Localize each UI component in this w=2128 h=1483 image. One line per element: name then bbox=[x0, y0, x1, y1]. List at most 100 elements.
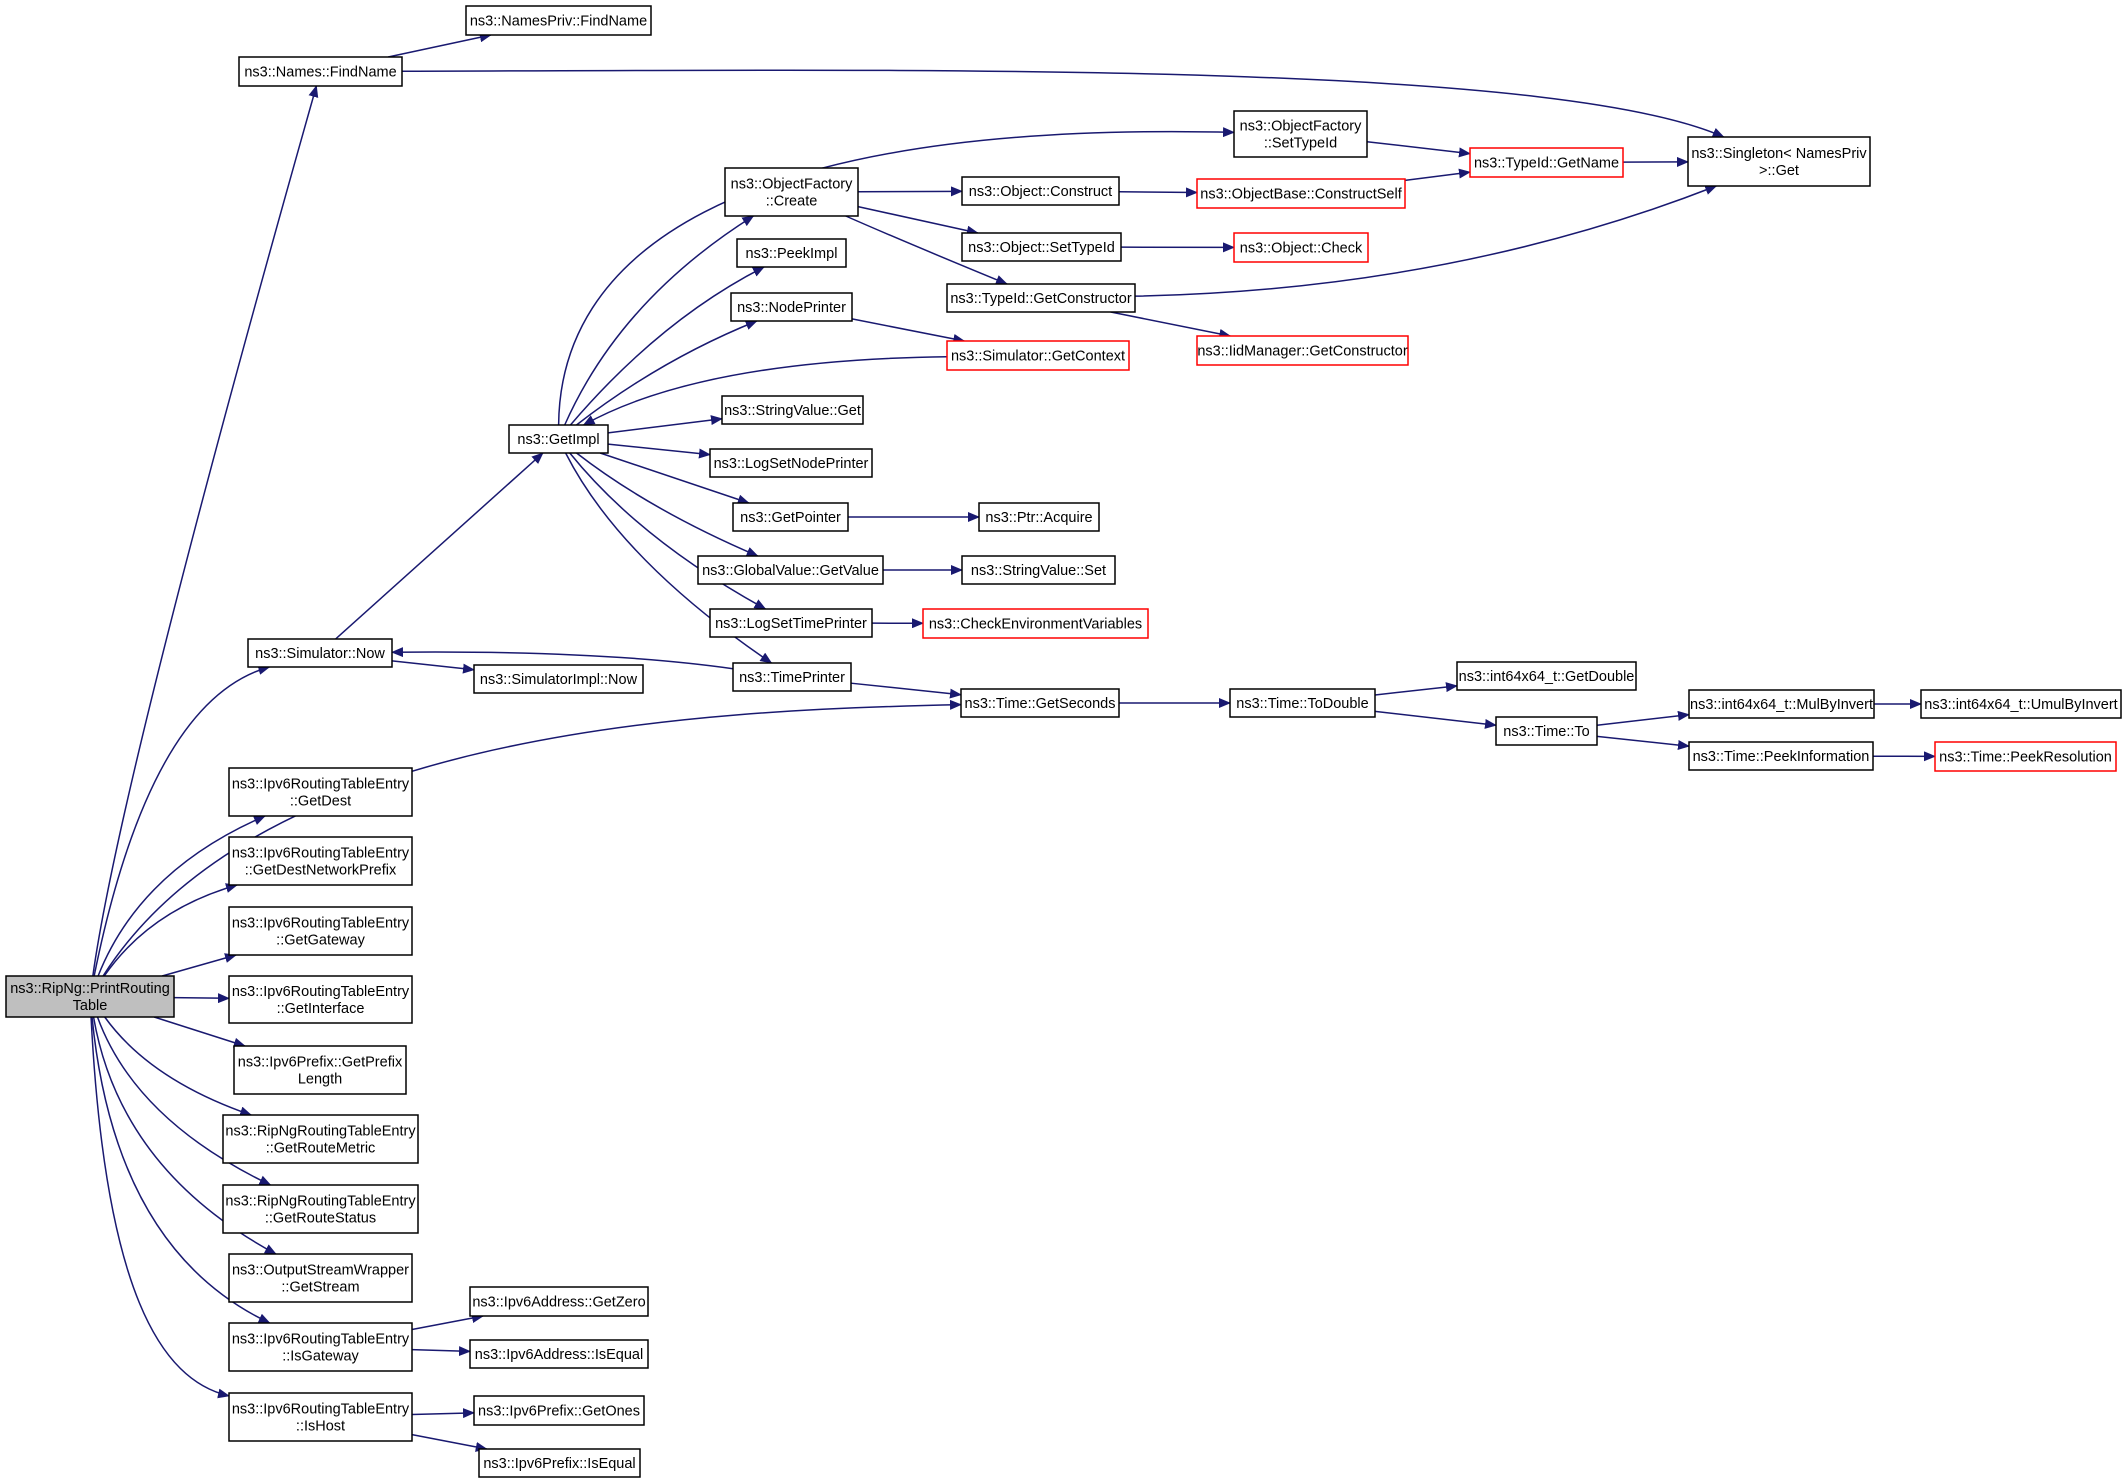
node-box bbox=[233, 1045, 407, 1095]
node-peekimpl[interactable]: ns3::PeekImpl bbox=[736, 238, 847, 268]
node-namespriv_findname[interactable]: ns3::NamesPriv::FindName bbox=[465, 5, 652, 36]
node-globalvalue_getvalue[interactable]: ns3::GlobalValue::GetValue bbox=[697, 555, 884, 585]
node-timeprinter[interactable]: ns3::TimePrinter bbox=[732, 662, 852, 692]
node-time_peekresolution[interactable]: ns3::Time::PeekResolution bbox=[1934, 741, 2117, 772]
edges-layer bbox=[90, 32, 1936, 1452]
node-osw_getstream[interactable]: ns3::OutputStreamWrapper::GetStream bbox=[228, 1253, 413, 1303]
node-names_findname[interactable]: ns3::Names::FindName bbox=[238, 56, 403, 87]
node-int64_mulbyinvert[interactable]: ns3::int64x64_t::MulByInvert bbox=[1688, 689, 1875, 719]
node-label: ns3::Ipv6Prefix::IsEqual bbox=[483, 1456, 635, 1472]
node-object_check[interactable]: ns3::Object::Check bbox=[1233, 232, 1369, 263]
node-label: ns3::Object::SetTypeId bbox=[968, 240, 1115, 256]
node-objfactory_settypeid[interactable]: ns3::ObjectFactory::SetTypeId bbox=[1233, 110, 1368, 158]
node-label: ns3::ObjectFactory bbox=[1240, 119, 1362, 135]
node-checkenvvars[interactable]: ns3::CheckEnvironmentVariables bbox=[922, 608, 1149, 639]
node-entry_isgateway[interactable]: ns3::Ipv6RoutingTableEntry::IsGateway bbox=[228, 1322, 413, 1372]
node-label: ns3::int64x64_t::MulByInvert bbox=[1690, 697, 1873, 713]
edge-root-to-entry_getdest bbox=[97, 815, 266, 977]
node-stringvalue_get[interactable]: ns3::StringValue::Get bbox=[721, 395, 864, 425]
edge-object_construct-to-objectbase_constructself bbox=[1118, 187, 1198, 198]
node-label: >::Get bbox=[1759, 163, 1799, 179]
node-label: ns3::ObjectFactory bbox=[731, 177, 853, 193]
node-ptr_acquire[interactable]: ns3::Ptr::Acquire bbox=[978, 502, 1100, 532]
edge-objfactory_settypeid-to-typeid_getname bbox=[1366, 140, 1471, 158]
node-box bbox=[222, 1114, 419, 1164]
node-box bbox=[1229, 688, 1376, 718]
node-time_to[interactable]: ns3::Time::To bbox=[1495, 716, 1598, 746]
node-int64_getdouble[interactable]: ns3::int64x64_t::GetDouble bbox=[1456, 661, 1637, 691]
node-nodeprinter[interactable]: ns3::NodePrinter bbox=[730, 292, 853, 322]
node-ripng_getroutemetric[interactable]: ns3::RipNgRoutingTableEntry::GetRouteMet… bbox=[222, 1114, 419, 1164]
node-time_peekinformation[interactable]: ns3::Time::PeekInformation bbox=[1688, 741, 1874, 771]
node-label: ::Create bbox=[766, 194, 818, 210]
node-objfactory_create[interactable]: ns3::ObjectFactory::Create bbox=[724, 167, 859, 217]
node-label: ns3::StringValue::Get bbox=[724, 403, 861, 419]
edge-root-to-entry_ishost bbox=[90, 1016, 230, 1399]
node-simulator_now[interactable]: ns3::Simulator::Now bbox=[247, 638, 393, 668]
node-box bbox=[228, 767, 413, 817]
node-label: ns3::Ptr::Acquire bbox=[985, 510, 1092, 526]
node-iidmanager_getconstructor[interactable]: ns3::IidManager::GetConstructor bbox=[1196, 335, 1409, 366]
node-simulatorimpl_now[interactable]: ns3::SimulatorImpl::Now bbox=[473, 664, 644, 694]
edge-getimpl-to-nodeprinter bbox=[576, 320, 758, 426]
node-label: ::GetDestNetworkPrefix bbox=[245, 863, 397, 879]
node-getimpl[interactable]: ns3::GetImpl bbox=[508, 424, 609, 454]
node-getpointer[interactable]: ns3::GetPointer bbox=[732, 502, 849, 532]
node-label: ::GetStream bbox=[281, 1280, 359, 1296]
edge-getimpl-to-peekimpl bbox=[569, 266, 765, 426]
node-box bbox=[222, 1184, 419, 1234]
node-box bbox=[961, 232, 1122, 262]
node-time_todouble[interactable]: ns3::Time::ToDouble bbox=[1229, 688, 1376, 718]
edge-simulator_now-to-getimpl bbox=[335, 452, 544, 640]
node-prefix_getones[interactable]: ns3::Ipv6Prefix::GetOnes bbox=[473, 1395, 645, 1426]
node-box bbox=[1196, 178, 1406, 209]
node-typeid_getconstructor[interactable]: ns3::TypeId::GetConstructor bbox=[946, 283, 1136, 313]
node-label: ::IsHost bbox=[296, 1419, 345, 1435]
node-label: ns3::GlobalValue::GetValue bbox=[702, 563, 879, 579]
edge-getimpl-to-objfactory_settypeid bbox=[557, 127, 1235, 426]
node-label: ::GetGateway bbox=[276, 933, 365, 949]
node-object_construct[interactable]: ns3::Object::Construct bbox=[961, 176, 1120, 206]
node-entry_getinterface[interactable]: ns3::Ipv6RoutingTableEntry::GetInterface bbox=[228, 975, 413, 1024]
node-objectbase_constructself[interactable]: ns3::ObjectBase::ConstructSelf bbox=[1196, 178, 1406, 209]
node-label: ns3::CheckEnvironmentVariables bbox=[929, 617, 1142, 633]
node-stringvalue_set[interactable]: ns3::StringValue::Set bbox=[961, 555, 1116, 585]
node-box bbox=[473, 1395, 645, 1426]
node-addr_getzero[interactable]: ns3::Ipv6Address::GetZero bbox=[469, 1286, 649, 1317]
node-box bbox=[922, 608, 1149, 639]
node-object_settypeid[interactable]: ns3::Object::SetTypeId bbox=[961, 232, 1122, 262]
node-singleton_get[interactable]: ns3::Singleton< NamesPriv>::Get bbox=[1687, 136, 1871, 187]
node-box bbox=[465, 5, 652, 36]
node-int64_umulbyinvert[interactable]: ns3::int64x64_t::UmulByInvert bbox=[1920, 689, 2122, 719]
edge-timeprinter-to-time_getseconds bbox=[850, 682, 962, 699]
node-label: ns3::TimePrinter bbox=[739, 670, 845, 686]
node-label: ns3::RipNgRoutingTableEntry bbox=[225, 1124, 416, 1140]
node-time_getseconds[interactable]: ns3::Time::GetSeconds bbox=[960, 688, 1120, 718]
node-label: ::IsGateway bbox=[282, 1349, 359, 1365]
node-prefix_isequal[interactable]: ns3::Ipv6Prefix::IsEqual bbox=[478, 1448, 641, 1478]
node-logsetnodeprinter[interactable]: ns3::LogSetNodePrinter bbox=[709, 448, 873, 478]
node-typeid_getname[interactable]: ns3::TypeId::GetName bbox=[1469, 147, 1624, 178]
node-box bbox=[732, 502, 849, 532]
node-label: ns3::Simulator::Now bbox=[255, 646, 385, 662]
node-entry_getgateway[interactable]: ns3::Ipv6RoutingTableEntry::GetGateway bbox=[228, 906, 413, 956]
node-logsettimeprinter[interactable]: ns3::LogSetTimePrinter bbox=[709, 608, 873, 638]
node-label: ns3::Ipv6RoutingTableEntry bbox=[232, 916, 410, 932]
node-entry_ishost[interactable]: ns3::Ipv6RoutingTableEntry::IsHost bbox=[228, 1392, 413, 1442]
node-label: ns3::Object::Check bbox=[1240, 241, 1363, 257]
node-entry_getdestnetworkprefix[interactable]: ns3::Ipv6RoutingTableEntry::GetDestNetwo… bbox=[228, 836, 413, 886]
edge-root-to-entry_getdestnetworkprefix bbox=[103, 883, 238, 977]
node-box bbox=[697, 555, 884, 585]
node-label: ns3::GetPointer bbox=[740, 510, 841, 526]
node-box bbox=[473, 664, 644, 694]
node-box bbox=[732, 662, 852, 692]
node-label: ns3::GetImpl bbox=[517, 432, 599, 448]
node-ripng_getroutestatus[interactable]: ns3::RipNgRoutingTableEntry::GetRouteSta… bbox=[222, 1184, 419, 1234]
node-addr_isequal[interactable]: ns3::Ipv6Address::IsEqual bbox=[469, 1339, 649, 1369]
node-label: ns3::RipNg::PrintRouting bbox=[10, 981, 170, 997]
node-label: ns3::int64x64_t::UmulByInvert bbox=[1924, 697, 2117, 713]
node-entry_getdest[interactable]: ns3::Ipv6RoutingTableEntry::GetDest bbox=[228, 767, 413, 817]
node-simulator_getcontext[interactable]: ns3::Simulator::GetContext bbox=[946, 340, 1130, 371]
